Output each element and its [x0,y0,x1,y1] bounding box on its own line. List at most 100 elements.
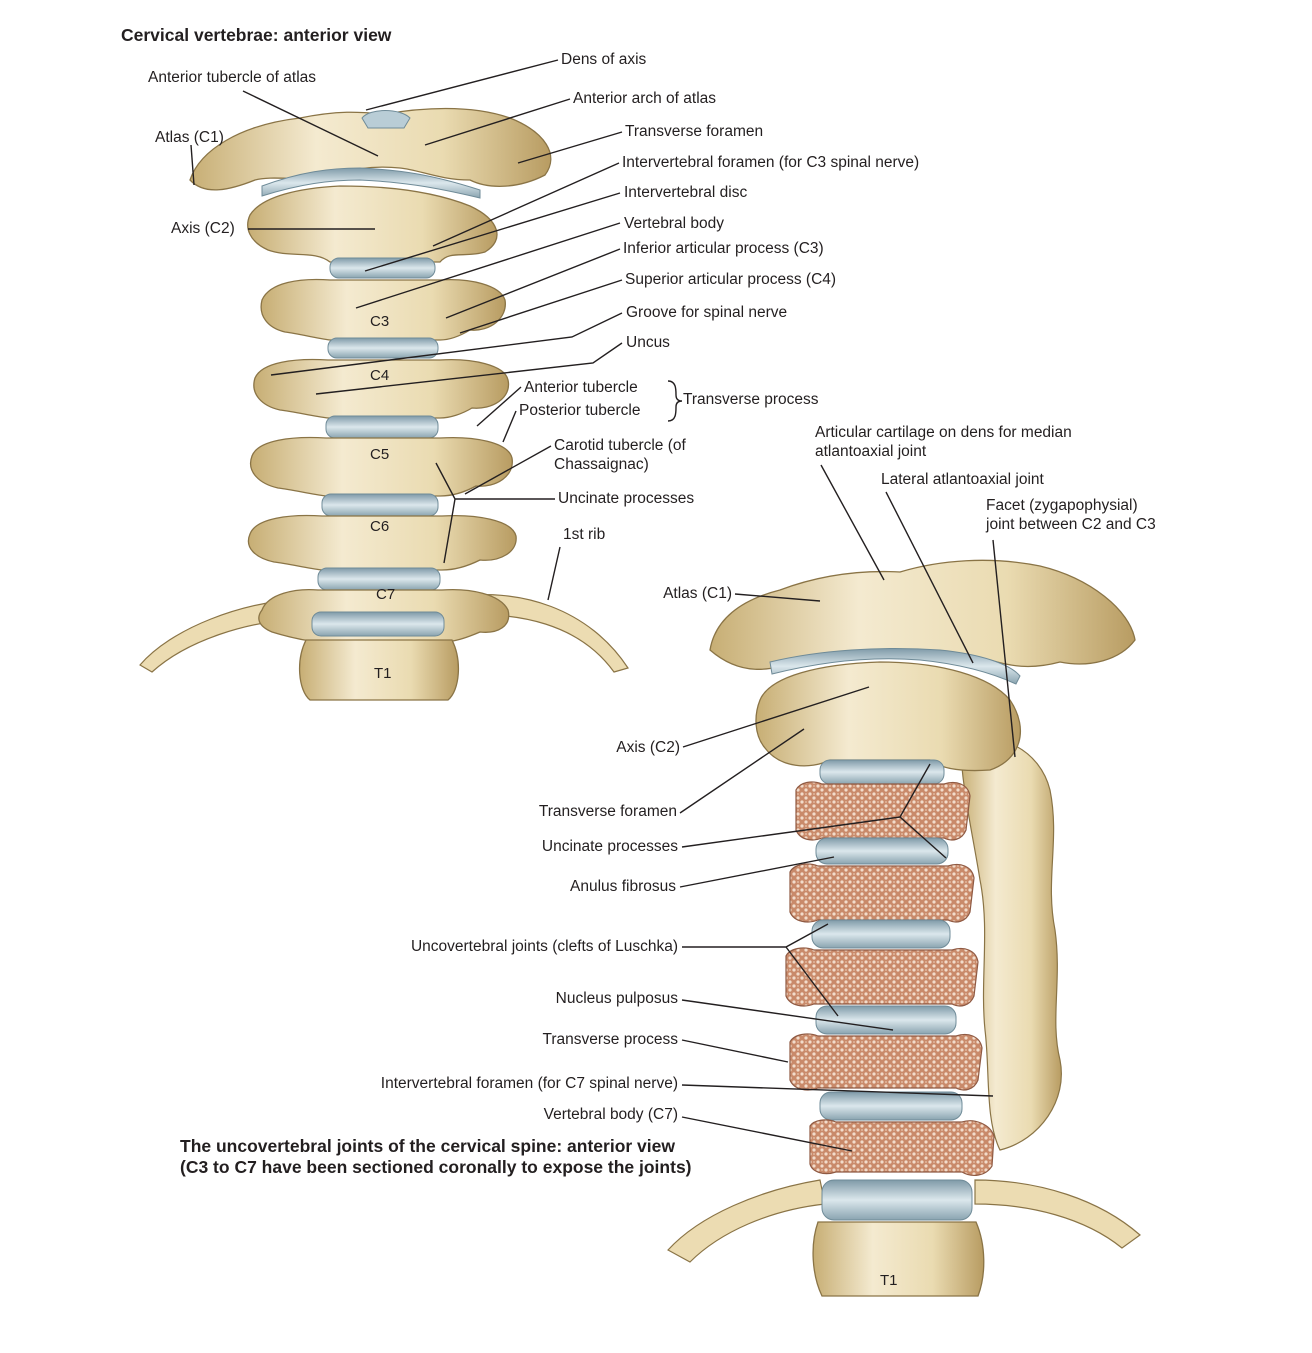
vertebra-label-c6: C6 [370,518,390,535]
leader-uncinate-processes-1 [435,462,555,564]
label-vertebral-body: Vertebral body [624,215,724,232]
label-intervertebral-foramen-c3: Intervertebral foramen (for C3 spinal ne… [622,154,920,171]
fig2-disc-c4-c5 [811,919,951,949]
leader-superior-articular-process [459,279,623,334]
label-atlas-c1: Atlas (C1) [155,129,224,146]
leader-carotid-tubercle [464,445,552,495]
leader-anterior-tubercle [476,386,522,427]
fig1-dens [361,110,411,129]
leader-transverse-foramen-2 [679,728,805,814]
leader-intervertebral-foramen-c7 [681,1084,994,1097]
fig1-disc-c2-c3 [329,257,436,279]
leader-vertebral-body-c7 [681,1116,853,1152]
leader-intervertebral-disc [364,192,621,272]
leader-posterior-tubercle [502,410,517,443]
leader-atlas-c1 [190,144,195,186]
label-superior-articular-process: Superior articular process (C4) [625,271,837,288]
fig1-c1-c2-joint [261,167,481,199]
label-transverse-process-2: Transverse process [542,1031,678,1048]
fig1-disc-c4-c5 [325,415,439,439]
label-transverse-process-group: Transverse process [683,391,819,408]
fig1-axis [247,185,498,263]
fig1-spine-drawing [139,107,629,701]
label-anterior-tubercle-of-atlas: Anterior tubercle of atlas [148,69,317,86]
label-carotid-tubercle-line1: Carotid tubercle (of [554,437,686,454]
label-anterior-arch-of-atlas: Anterior arch of atlas [573,90,717,107]
leader-axis-c2-2 [682,686,870,748]
leader-uncinate-processes-2 [681,763,947,859]
label-nucleus-pulposus: Nucleus pulposus [555,990,678,1007]
leader-inferior-articular-process [445,248,621,319]
fig1-disc-c5-c6 [321,493,439,517]
vertebra-label-c5: C5 [370,446,390,463]
leader-vertebral-body [355,222,621,309]
vertebra-label-c3: C3 [370,313,390,330]
leader-transverse-process-brace [667,380,683,422]
label-anterior-tubercle: Anterior tubercle [524,379,638,396]
leader-transverse-process-2 [681,1039,789,1063]
leader-uncovertebral-joints [682,923,839,1017]
fig2-spine-drawing [667,559,1141,1297]
fig2-posterior-column [959,736,1062,1151]
fig2-c4-body [789,863,975,923]
label-transverse-foramen-1: Transverse foramen [625,123,764,140]
fig2-c5-body [785,947,979,1007]
label-carotid-tubercle-line2: Chassaignac) [554,456,649,473]
leader-nucleus-pulposus [681,999,894,1031]
label-lateral-atlantoaxial-joint: Lateral atlantoaxial joint [881,471,1044,488]
fig2-first-rib-right [974,1179,1141,1249]
label-facet-joint-line2: joint between C2 and C3 [986,516,1156,533]
leader-atlas-c1-2 [734,593,821,602]
label-uncovertebral-joints: Uncovertebral joints (clefts of Luschka) [410,938,678,955]
label-intervertebral-disc: Intervertebral disc [624,184,748,201]
fig2-c3-body [795,781,971,841]
fig1-c5 [250,436,513,497]
leader-facet-joint [992,539,1016,758]
label-atlas-c1-2: Atlas (C1) [663,585,732,602]
label-uncinate-processes-2: Uncinate processes [541,838,678,855]
leader-transverse-foramen-1 [517,131,623,164]
fig1-title: Cervical vertebrae: anterior view [121,25,392,45]
label-anulus-fibrosus: Anulus fibrosus [570,878,676,895]
label-articular-cartilage-line1: Articular cartilage on dens for median [815,424,1072,441]
leader-lines [190,59,1016,1152]
fig2-disc-c3-c4 [815,837,949,865]
label-transverse-foramen-2: Transverse foramen [538,803,677,820]
fig2-axis [755,661,1021,772]
leader-first-rib [547,546,561,601]
leader-lateral-atlantoaxial-joint [885,491,974,664]
label-articular-cartilage-line2: atlantoaxial joint [815,443,927,460]
label-first-rib: 1st rib [563,526,606,543]
fig2-t1 [812,1221,985,1297]
label-vertebral-body-c7: Vertebral body (C7) [543,1106,678,1123]
label-axis-c2-2: Axis (C2) [616,739,680,756]
fig2-disc-c7-t1 [821,1179,973,1221]
label-inferior-articular-process: Inferior articular process (C3) [623,240,824,257]
leader-anterior-tubercle-of-atlas [242,90,379,157]
label-intervertebral-foramen-c7: Intervertebral foramen (for C7 spinal ne… [380,1075,678,1092]
fig1-disc-c7-t1 [311,611,445,637]
leader-uncus [315,342,623,395]
fig2-c7-body [809,1119,995,1176]
label-facet-joint-line1: Facet (zygapophysial) [986,497,1138,514]
vertebra-label-c4: C4 [370,367,390,384]
fig2-first-rib-left [667,1179,826,1263]
leader-anulus-fibrosus [679,856,835,888]
leader-intervertebral-foramen-c3 [432,162,620,247]
fig2-caption-line1: The uncovertebral joints of the cervical… [180,1136,675,1156]
fig1-c4 [253,358,510,419]
fig2-disc-c5-c6 [815,1005,957,1035]
label-posterior-tubercle: Posterior tubercle [519,402,641,419]
fig1-t1 [298,639,460,701]
leader-anterior-arch-of-atlas [424,98,571,146]
fig2-c6-body [789,1033,983,1091]
label-axis-c2: Axis (C2) [171,220,235,237]
leader-dens-of-axis [365,59,559,111]
label-groove-for-spinal-nerve: Groove for spinal nerve [626,304,788,321]
fig2-c1-c2-joint [769,648,1021,685]
fig2-disc-c6-c7 [819,1091,963,1121]
vertebra-label-c7: C7 [376,586,396,603]
leader-groove-for-spinal-nerve [270,312,623,376]
label-dens-of-axis: Dens of axis [561,51,647,68]
